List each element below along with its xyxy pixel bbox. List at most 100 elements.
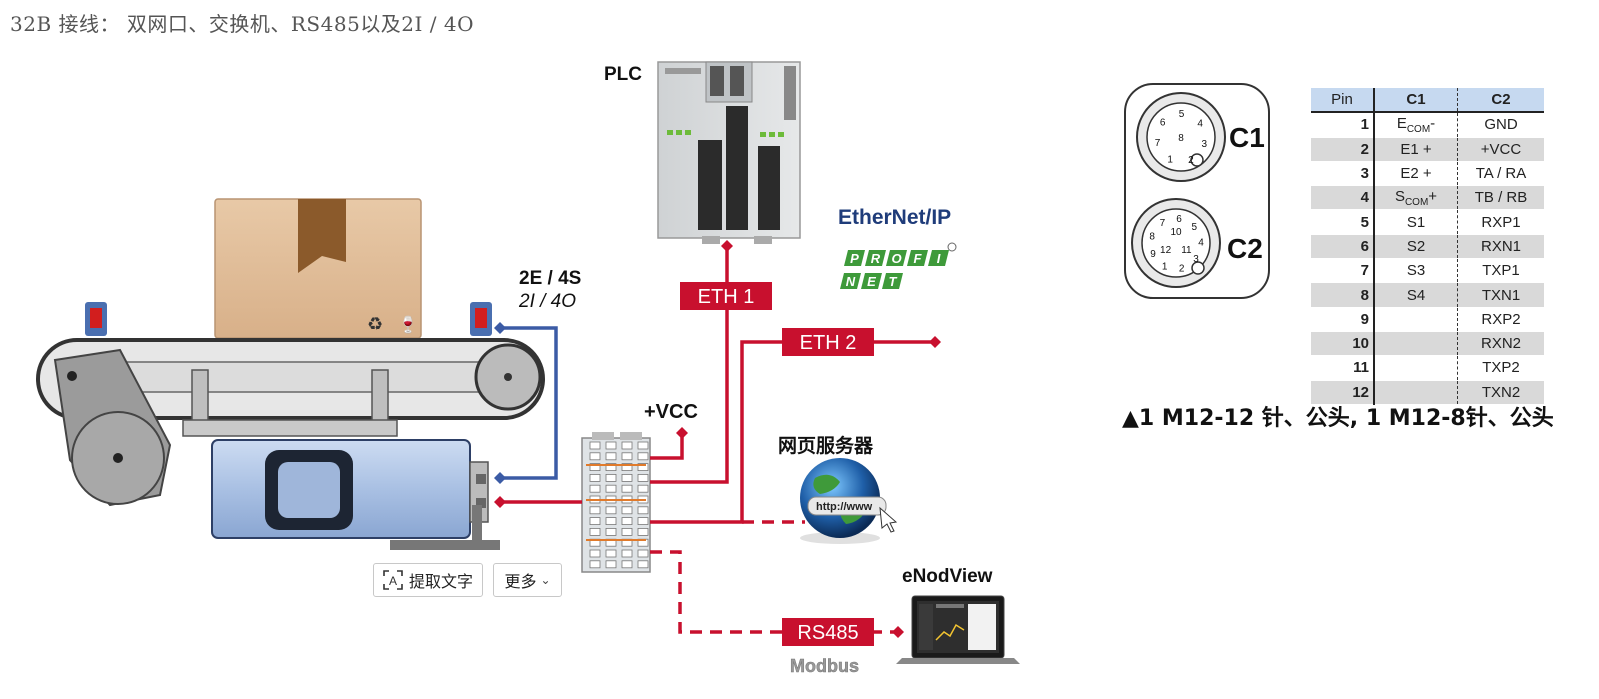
connector-pin-number: 2 [1188,155,1194,166]
motor [211,439,500,550]
wire-eth1 [650,240,733,484]
extract-text-button[interactable]: A 提取文字 [373,563,483,597]
c2-signal: TXN1 [1457,282,1544,308]
terminal-slot [621,517,633,525]
wire-vcc [650,427,688,460]
text-scan-icon: A [383,570,403,590]
terminal-slot [605,528,617,536]
connector-pin-number: 3 [1193,254,1199,265]
terminal-slot [637,517,649,525]
terminal-slot [589,528,601,536]
profinet-letter-box [882,273,903,289]
connector-pin-number: 10 [1170,227,1182,238]
terminal-slot [621,484,633,493]
profinet-letter-box [844,250,865,266]
c1-signal-text: S3 [1406,262,1426,280]
terminal-slot [589,452,601,461]
terminal-slot [605,506,617,515]
profinet-letter-box [865,250,886,266]
connector-pin-number: 3 [1202,139,1208,150]
c2-label: C2 [1227,233,1263,264]
terminal-block [581,432,651,573]
laptop-icon [896,595,1020,664]
terminal-slot [589,441,601,450]
more-button[interactable]: 更多 ⌄ [493,563,562,597]
enodview-label: eNodView [902,566,993,587]
terminal-slot [621,473,633,482]
c2-signal: RXN1 [1457,234,1544,260]
terminal-slot [621,560,633,569]
c2-signal: TXP1 [1457,258,1544,284]
rs485-tag: RS485 [782,618,874,646]
terminal-slot [605,549,617,558]
terminal-slot [621,441,633,450]
c2-signal: RXP2 [1457,307,1544,332]
svg-text:A: A [389,574,397,588]
terminal-slot [605,517,617,525]
more-label: 更多 [504,572,537,591]
connector-pin-number: 4 [1197,119,1203,130]
profinet-letter: O [891,251,901,266]
terminal-slot [589,473,601,482]
terminal-slot [621,452,633,461]
page-title: 32B 接线： 双网口、交换机、RS485以及2I / 4O [10,12,474,36]
conveyor: ♻ 🍷 [36,198,545,550]
connector-pin-number: 5 [1192,222,1198,233]
terminal-slot [605,473,617,482]
profinet-letter: E [867,274,876,289]
rs485-label: RS485 [797,622,858,644]
c1-signal: ECOM- [1374,112,1458,138]
io-wire-blue [494,322,558,484]
connector-pin-number: 6 [1176,214,1182,225]
c1-signal-subscript: COM [1404,196,1429,208]
pin-number: 5 [1311,209,1375,235]
profinet-letter-box [928,250,949,266]
plc-device [657,61,801,244]
c1-signal-text: E [1396,114,1407,132]
c1-signal: S4 [1374,282,1458,308]
profinet-letter: T [889,274,898,289]
terminal-slot [637,441,649,450]
c1-signal [1374,355,1458,381]
c2-signal: TB / RB [1457,185,1544,211]
terminal-slot [605,441,617,450]
terminal-slot [605,452,617,461]
modbus-label: Modbus [790,656,859,676]
c1-signal-text: E2 + [1400,165,1432,183]
pin-number: 6 [1311,234,1375,260]
globe-icon: http://www [800,458,898,544]
c1-signal-suffix: + [1428,187,1438,205]
profinet-letter: P [850,251,859,266]
header-c1: C1 [1374,88,1458,114]
vcc-label: +VCC [644,401,698,423]
profinet-letter: R [871,251,881,266]
pin-number: 10 [1311,331,1375,357]
eth1-label: ETH 1 [698,286,755,308]
c2-signal: RXN2 [1457,331,1544,357]
c1-signal-text: S [1394,187,1405,205]
pin-table-header: Pin C1 C2 [1311,88,1544,114]
pin-number: 4 [1311,185,1375,211]
profinet-letter-box [840,273,861,289]
terminal-slot [637,473,649,482]
pin-number: 8 [1311,282,1375,308]
terminal-slot [621,463,633,472]
terminal-slot [589,517,601,525]
c1-signal-text: S1 [1406,213,1426,231]
pin-number: 12 [1311,380,1375,405]
wire-eth2 [650,336,941,524]
pin-number: 1 [1311,112,1375,138]
terminal-slot [637,549,649,558]
terminal-slot [637,463,649,472]
connector-pin-number: 4 [1198,238,1204,249]
pin-number: 11 [1311,355,1375,381]
connector-pin-number: 1 [1167,154,1173,165]
connector-pin-number: 6 [1160,118,1166,129]
recycle-icon: ♻ [367,314,383,334]
terminal-slot [589,484,601,493]
